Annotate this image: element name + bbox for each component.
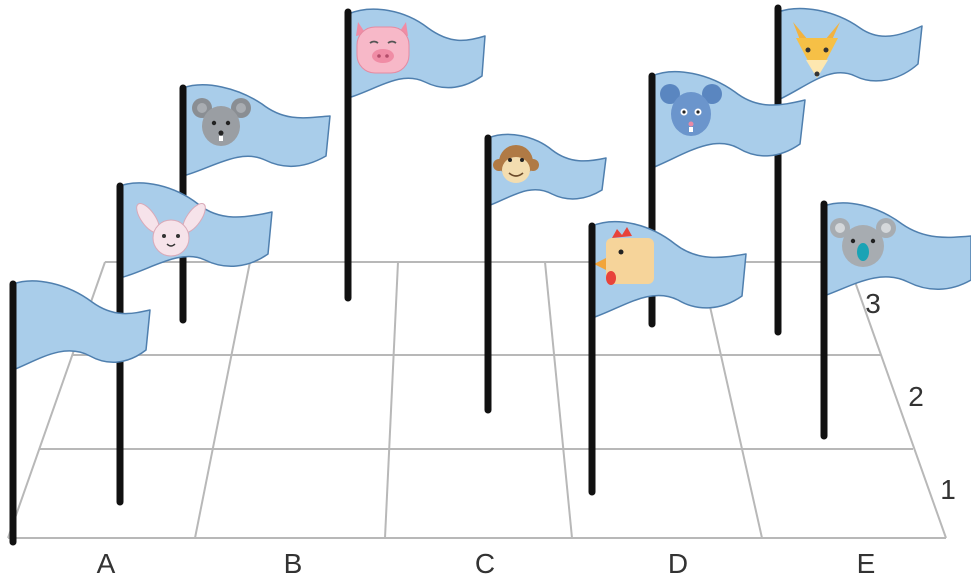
flag-pig (344, 8, 486, 302)
gray-mouse-icon (192, 98, 251, 146)
column-label-e: E (857, 548, 876, 579)
column-label-b: B (284, 548, 303, 579)
fox-icon (793, 22, 840, 78)
flag-koala (820, 200, 971, 440)
flag-gray-mouse (179, 84, 331, 324)
grid-col-line-3 (544, 261, 573, 539)
grid-col-line-1 (194, 261, 251, 539)
row-label-2: 2 (908, 381, 924, 412)
monkey-icon (493, 145, 539, 183)
pig-icon (356, 22, 410, 74)
flag-monkey (484, 133, 607, 414)
grid-col-line-2 (384, 261, 399, 539)
row-label-1: 1 (940, 474, 956, 505)
grid (7, 261, 947, 539)
column-label-c: C (475, 548, 495, 579)
flag-cloth (12, 280, 151, 371)
flag-fox (774, 4, 923, 336)
chicken-icon (594, 227, 654, 285)
flag-blank (9, 280, 151, 546)
koala-icon (830, 218, 896, 267)
blue-mouse-icon (660, 84, 722, 136)
column-labels: A B C D E (97, 548, 876, 579)
rabbit-icon (136, 203, 206, 257)
column-label-d: D (668, 548, 688, 579)
flag-chicken (588, 220, 747, 496)
row-label-3: 3 (865, 288, 881, 319)
grid-col-line-5 (847, 261, 947, 539)
column-label-a: A (97, 548, 116, 579)
row-labels: 1 2 3 (865, 288, 956, 505)
flag-cloth (777, 7, 923, 101)
flag-cloth (119, 182, 273, 279)
